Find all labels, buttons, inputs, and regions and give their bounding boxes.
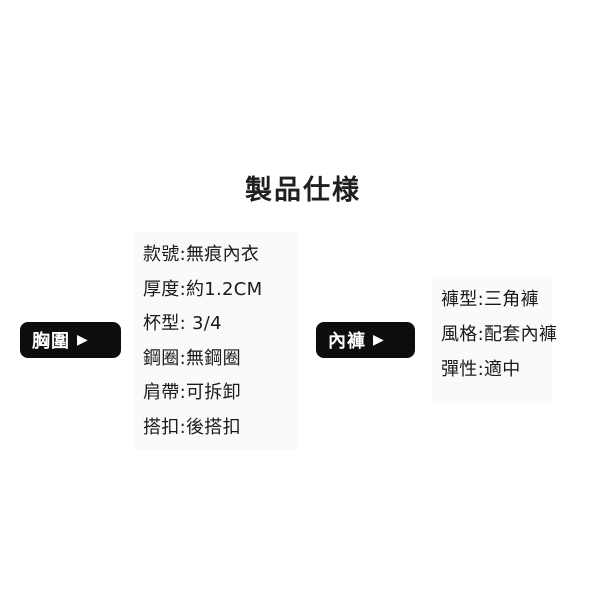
panty-tag-label: 內褲 [328, 331, 366, 352]
bra-spec-list: 款號:無痕內衣 厚度:約1.2CM 杯型: 3/4 鋼圈:無鋼圈 肩帶:可拆卸 … [133, 232, 298, 450]
panty-tag: 內褲 ▶ [316, 322, 415, 358]
spec-item-panty-type: 褲型:三角褲 [441, 289, 539, 310]
spec-item-straps: 肩帶:可拆卸 [143, 382, 241, 403]
spec-item-thickness: 厚度:約1.2CM [143, 278, 263, 300]
spec-item-style-no: 款號:無痕內衣 [143, 244, 260, 265]
spec-item-style: 風格:配套內褲 [441, 324, 558, 345]
spec-item-underwire: 鋼圈:無鋼圈 [143, 347, 241, 369]
bra-tag-label: 胸圍 [32, 331, 70, 352]
spec-item-clasp: 搭扣:後搭扣 [143, 416, 241, 438]
spec-item-elasticity: 彈性:適中 [441, 359, 521, 380]
spec-item-cup-type: 杯型: 3/4 [143, 313, 222, 334]
bra-tag: 胸圍 ▶ [20, 322, 121, 358]
play-arrow-icon: ▶ [373, 332, 385, 348]
panty-spec-list: 褲型:三角褲 風格:配套內褲 彈性:適中 [432, 276, 558, 404]
play-arrow-icon: ▶ [77, 332, 89, 348]
page-title: 製品仕様 [245, 175, 361, 206]
